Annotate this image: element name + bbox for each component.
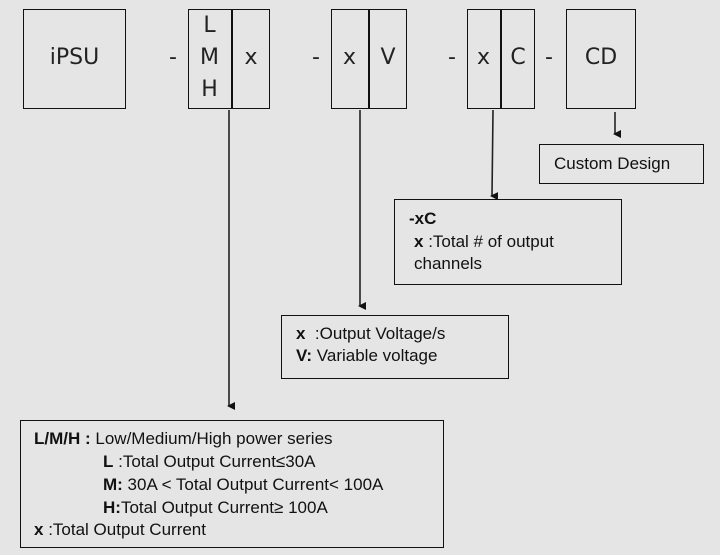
- separator-4: -: [545, 45, 553, 70]
- series-x: x: [244, 45, 258, 70]
- channel-title: -xC: [409, 209, 437, 228]
- series-m: M: [200, 45, 219, 70]
- series-desc-h: H:Total Output Current≥ 100A: [103, 497, 328, 519]
- channel-desc-line1: x :Total # of output: [414, 231, 554, 253]
- series-lmh-desc: Low/Medium/High power series: [90, 429, 333, 448]
- voltage-x: x: [342, 45, 357, 70]
- voltage-x-desc: :Output Voltage/s: [310, 324, 446, 343]
- ipsu-label: iPSU: [49, 45, 100, 70]
- arrow-channel: [490, 109, 499, 201]
- series-l-desc: :Total Output Current≤30A: [113, 452, 316, 471]
- series-h: H: [201, 77, 218, 102]
- channel-desc-title: -xC: [409, 208, 436, 230]
- channel-x: x: [476, 45, 491, 70]
- channel-x-label: x: [414, 232, 424, 251]
- series-h-desc: Total Output Current≥ 100A: [120, 498, 328, 517]
- voltage-v-desc: Variable voltage: [312, 346, 438, 365]
- custom-code-box: [566, 9, 636, 109]
- series-h-label: H:: [103, 498, 121, 517]
- channel-desc-box: [394, 199, 622, 285]
- series-lmh-label: L/M/H :: [34, 429, 91, 448]
- series-x-label: x: [34, 520, 44, 539]
- voltage-desc-line1: x :Output Voltage/s: [296, 323, 445, 345]
- series-x-desc: :Total Output Current: [43, 520, 206, 539]
- channel-x-desc: :Total # of output: [423, 232, 554, 251]
- series-desc-lmh: L/M/H : Low/Medium/High power series: [34, 428, 333, 450]
- series-l: L: [203, 13, 216, 38]
- voltage-desc-box: [281, 315, 509, 379]
- series-desc-l: L :Total Output Current≤30A: [103, 451, 316, 473]
- series-m-desc: 30A < Total Output Current< 100A: [122, 475, 384, 494]
- series-desc-m: M: 30A < Total Output Current< 100A: [103, 474, 383, 496]
- voltage-desc-line2: V: Variable voltage: [296, 345, 437, 367]
- series-desc-x: x :Total Output Current: [34, 519, 206, 541]
- separator-2: -: [312, 45, 320, 70]
- channel-desc-line2: channels: [414, 254, 483, 273]
- voltage-divider: [368, 9, 370, 109]
- custom-design-text: Custom Design: [554, 154, 671, 173]
- series-m-label: M:: [103, 475, 123, 494]
- separator-3: -: [448, 45, 456, 70]
- voltage-v-label: V:: [296, 346, 313, 365]
- series-l-label: L: [103, 452, 114, 471]
- channel-c: C: [510, 45, 526, 70]
- channel-divider: [500, 9, 502, 109]
- series-box: [188, 9, 270, 109]
- series-desc-box: [20, 420, 444, 548]
- custom-code-label: CD: [584, 45, 618, 70]
- custom-design-box: [539, 144, 704, 184]
- series-divider: [231, 9, 233, 109]
- voltage-x-label: x: [296, 324, 306, 343]
- voltage-v: V: [380, 45, 396, 70]
- separator-1: -: [169, 45, 177, 70]
- ipsu-box: [23, 9, 126, 109]
